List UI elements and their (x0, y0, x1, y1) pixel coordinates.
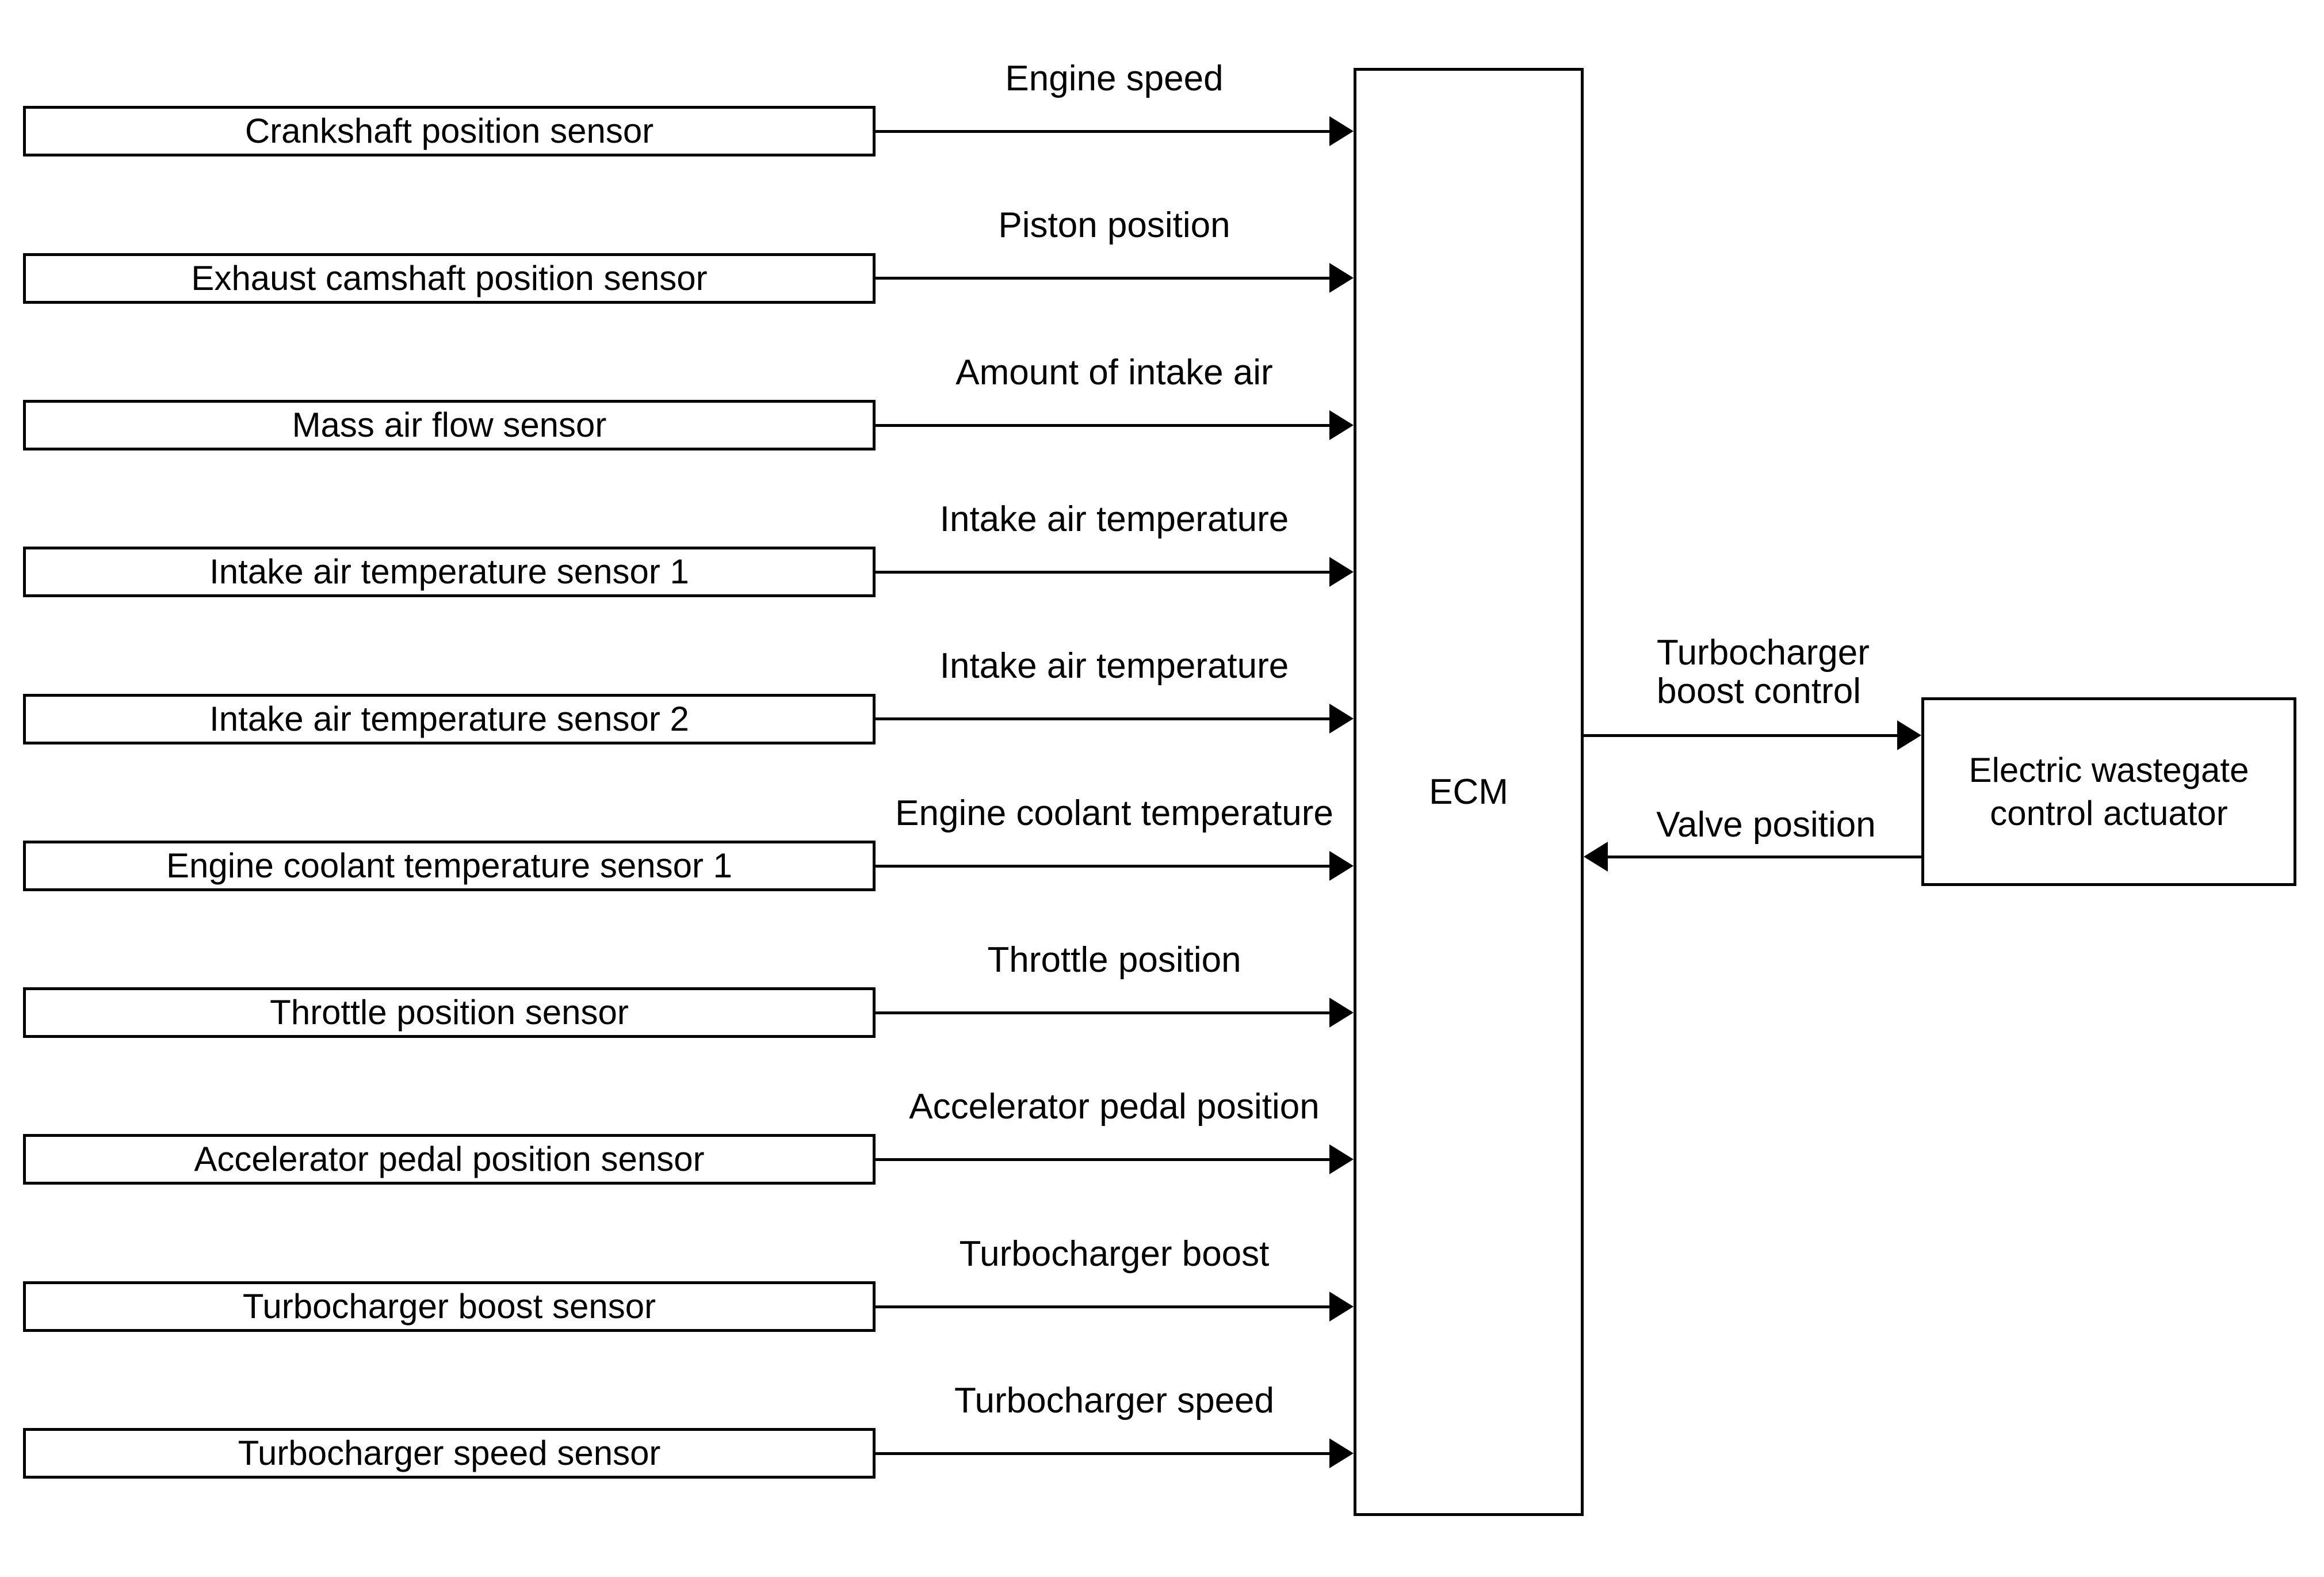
boost-control-line-2: boost control (1657, 671, 1861, 711)
connector-line-boost-control (1584, 734, 1897, 737)
signal-label-accelerator-pedal-position: Accelerator pedal position (909, 1087, 1320, 1127)
arrow-head-sensor-7-icon (1329, 998, 1354, 1028)
sensor-label: Engine coolant temperature sensor 1 (166, 846, 732, 885)
wastegate-label: Electric wastegate control actuator (1969, 749, 2249, 835)
sensor-box-turbocharger-speed-sensor[interactable]: Turbocharger speed sensor (23, 1428, 876, 1479)
connector-line-sensor-4 (876, 571, 1329, 574)
arrow-head-sensor-9-icon (1329, 1292, 1354, 1322)
arrow-head-boost-control-icon (1897, 720, 1921, 750)
arrow-head-valve-position-icon (1584, 842, 1608, 872)
signal-label-turbocharger-boost: Turbocharger boost (959, 1234, 1270, 1274)
arrow-head-sensor-8-icon (1329, 1144, 1354, 1174)
connector-line-sensor-7 (876, 1011, 1329, 1014)
connector-line-sensor-3 (876, 424, 1329, 427)
sensor-label: Intake air temperature sensor 2 (209, 700, 689, 738)
boost-control-line-1: Turbocharger (1657, 633, 1870, 673)
connector-line-sensor-6 (876, 865, 1329, 868)
ecm-label: ECM (1429, 772, 1508, 812)
connector-line-sensor-8 (876, 1158, 1329, 1161)
sensor-label: Turbocharger speed sensor (238, 1434, 661, 1472)
arrow-head-sensor-1-icon (1329, 116, 1354, 146)
signal-label-engine-coolant-temperature: Engine coolant temperature (895, 793, 1333, 833)
signal-label-intake-air-temperature-1: Intake air temperature (939, 499, 1289, 539)
signal-label-piston-position: Piston position (998, 205, 1230, 245)
sensor-box-mass-air-flow-sensor[interactable]: Mass air flow sensor (23, 400, 876, 450)
arrow-head-sensor-4-icon (1329, 557, 1354, 587)
arrow-head-sensor-5-icon (1329, 704, 1354, 734)
arrow-head-sensor-6-icon (1329, 851, 1354, 881)
signal-label-intake-air-temperature-2: Intake air temperature (939, 646, 1289, 686)
electric-wastegate-control-actuator-block[interactable]: Electric wastegate control actuator (1921, 697, 2296, 886)
signal-label-throttle-position: Throttle position (987, 940, 1241, 980)
connector-line-valve-position (1608, 856, 1921, 858)
sensor-box-engine-coolant-temperature-sensor-1[interactable]: Engine coolant temperature sensor 1 (23, 841, 876, 891)
signal-label-valve-position: Valve position (1656, 805, 1876, 845)
sensor-label: Turbocharger boost sensor (242, 1287, 656, 1326)
arrow-head-sensor-10-icon (1329, 1438, 1354, 1468)
sensor-box-turbocharger-boost-sensor[interactable]: Turbocharger boost sensor (23, 1281, 876, 1332)
sensor-label: Mass air flow sensor (292, 406, 607, 444)
sensor-label: Accelerator pedal position sensor (194, 1140, 705, 1178)
wastegate-label-line-2: control actuator (1990, 794, 2228, 833)
arrow-head-sensor-2-icon (1329, 263, 1354, 293)
sensor-box-crankshaft-position-sensor[interactable]: Crankshaft position sensor (23, 106, 876, 156)
sensor-label: Throttle position sensor (270, 993, 629, 1032)
sensor-box-intake-air-temperature-sensor-1[interactable]: Intake air temperature sensor 1 (23, 547, 876, 597)
arrow-head-sensor-3-icon (1329, 410, 1354, 440)
connector-line-sensor-5 (876, 717, 1329, 720)
sensor-box-intake-air-temperature-sensor-2[interactable]: Intake air temperature sensor 2 (23, 694, 876, 744)
signal-label-amount-of-intake-air: Amount of intake air (955, 353, 1273, 392)
signal-label-turbocharger-speed: Turbocharger speed (954, 1381, 1275, 1421)
wastegate-label-line-1: Electric wastegate (1968, 751, 2249, 789)
sensor-label: Intake air temperature sensor 1 (209, 552, 689, 591)
signal-label-turbocharger-boost-control: Turbocharger boost control (1657, 633, 1870, 711)
sensor-box-throttle-position-sensor[interactable]: Throttle position sensor (23, 987, 876, 1038)
connector-line-sensor-9 (876, 1305, 1329, 1308)
sensor-label: Crankshaft position sensor (244, 112, 654, 150)
sensor-box-exhaust-camshaft-position-sensor[interactable]: Exhaust camshaft position sensor (23, 253, 876, 304)
connector-line-sensor-2 (876, 277, 1329, 280)
sensor-box-accelerator-pedal-position-sensor[interactable]: Accelerator pedal position sensor (23, 1134, 876, 1185)
ecm-block[interactable]: ECM (1354, 68, 1584, 1516)
connector-line-sensor-1 (876, 130, 1329, 133)
sensor-label: Exhaust camshaft position sensor (191, 259, 708, 297)
connector-line-sensor-10 (876, 1452, 1329, 1455)
signal-label-engine-speed: Engine speed (1005, 59, 1224, 98)
